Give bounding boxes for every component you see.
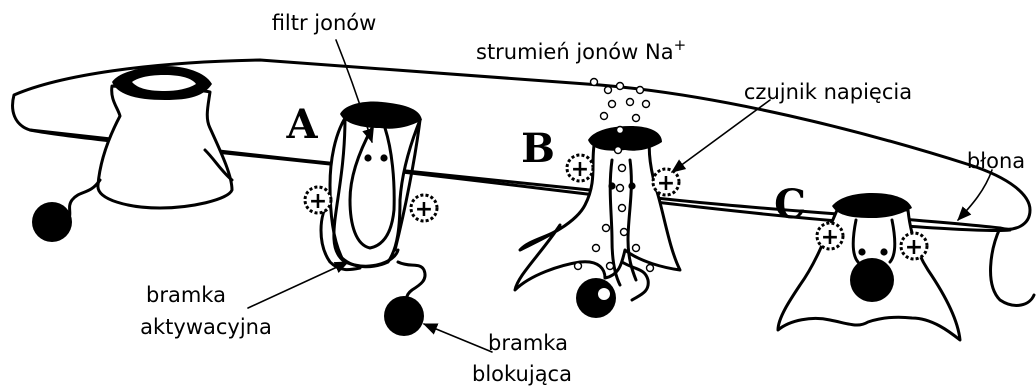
charge-a-right: + <box>415 197 433 222</box>
charge-a-left: + <box>309 189 327 214</box>
charge-b-left: + <box>571 157 589 182</box>
label-stream-text: strumień jonów Na <box>476 40 674 64</box>
label-filter: filtr jonów <box>272 11 377 35</box>
arrow-activation <box>248 262 348 308</box>
label-blocking-line1: bramka <box>488 331 568 355</box>
charge-c-right: + <box>905 235 923 260</box>
arrow-blocking <box>424 324 492 352</box>
state-label-b: B <box>521 125 555 172</box>
charge-b-right: + <box>657 171 675 196</box>
label-stream-superscript: + <box>674 36 687 54</box>
state-label-c: C <box>774 181 806 228</box>
charge-c-left: + <box>821 225 839 250</box>
label-activation-line2: aktywacyjna <box>140 315 272 339</box>
label-stream: strumień jonów Na+ <box>476 36 686 64</box>
label-sensor: czujnik napięcia <box>744 80 912 104</box>
label-activation-line1: bramka <box>146 283 226 307</box>
state-label-a: A <box>285 101 318 148</box>
label-blocking-line2: blokująca <box>472 362 572 386</box>
label-membrane: błona <box>967 149 1025 173</box>
